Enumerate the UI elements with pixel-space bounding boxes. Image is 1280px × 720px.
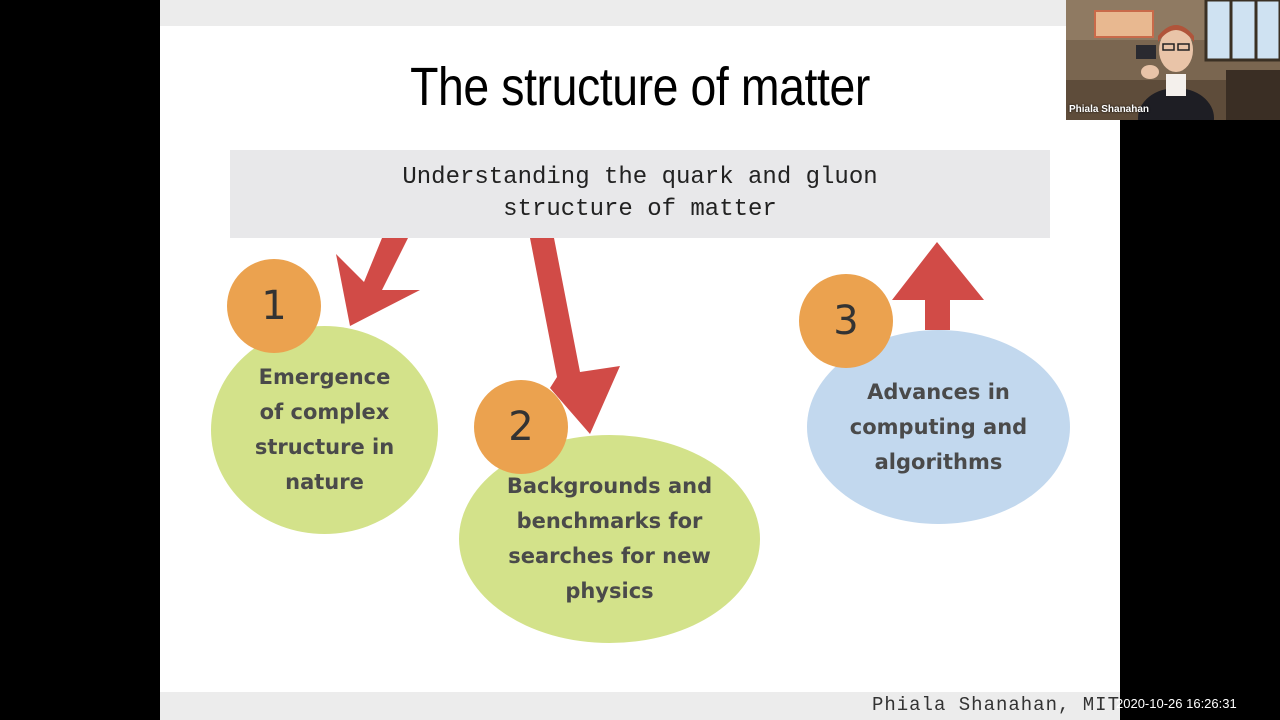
subtitle-box (230, 150, 1050, 238)
shared-slide: The structure of matter Understanding th… (160, 0, 1120, 720)
item-3-text: Advances in computing and algorithms (849, 379, 1028, 474)
arrow-up-icon (892, 242, 984, 330)
recording-timestamp: 2020-10-26 16:26:31 (1116, 696, 1237, 711)
item-2-bubble: Backgrounds and benchmarks for searches … (459, 435, 760, 643)
item-2-text: Backgrounds and benchmarks for searches … (506, 474, 713, 603)
video-frame (1066, 0, 1280, 120)
slide-footer-credit: Phiala Shanahan, MIT (871, 694, 1120, 716)
item-3-number-badge: 3 (799, 274, 893, 368)
arrow-down-icon (530, 238, 620, 434)
item-2-number: 2 (508, 404, 534, 450)
item-3-bubble: Advances in computing and algorithms (807, 330, 1070, 524)
arrow-graphics (336, 238, 984, 434)
participant-name-label: Phiala Shanahan (1069, 104, 1150, 115)
participant-video-tile[interactable] (1066, 0, 1280, 120)
item-1-bubble: Emergence of complex structure in nature (211, 326, 438, 534)
arrow-down-left-icon (336, 238, 420, 326)
slide-bottom-bar (160, 692, 1120, 720)
slide-title: The structure of matter (410, 57, 870, 117)
slide-top-bar (160, 0, 1120, 26)
item-1-text: Emergence of complex structure in nature (254, 365, 395, 494)
item-3-number: 3 (833, 298, 859, 344)
item-1-number: 1 (261, 283, 287, 329)
slide-subtitle: Understanding the quark and gluon struct… (402, 164, 878, 223)
item-2-number-badge: 2 (474, 380, 568, 474)
item-1-number-badge: 1 (227, 259, 321, 353)
